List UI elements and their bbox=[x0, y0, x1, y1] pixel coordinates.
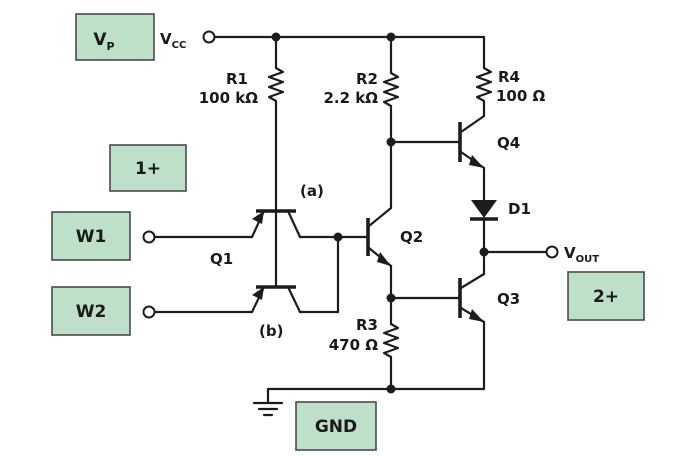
w2-label: W2 bbox=[76, 302, 107, 322]
emitter-a-label: (a) bbox=[300, 182, 324, 200]
one-plus-box: 1+ bbox=[109, 144, 187, 192]
vp-box-sub: P bbox=[107, 40, 115, 53]
r3-value: 470 Ω bbox=[329, 336, 379, 354]
r2-resistor bbox=[382, 35, 400, 147]
q4-label: Q4 bbox=[497, 134, 520, 152]
r2-name: R2 bbox=[356, 70, 378, 88]
r2-value: 2.2 kΩ bbox=[323, 89, 378, 107]
r4-value: 100 Ω bbox=[496, 87, 546, 105]
ground-rail bbox=[266, 384, 486, 404]
r1-resistor bbox=[267, 35, 285, 213]
vcc-terminal bbox=[202, 30, 216, 44]
vout-terminal bbox=[545, 245, 559, 259]
q2-transistor bbox=[336, 140, 396, 303]
r4-resistor bbox=[475, 35, 493, 118]
gnd-label: GND bbox=[315, 417, 357, 437]
r3-name: R3 bbox=[356, 316, 378, 334]
two-plus-box: 2+ bbox=[567, 271, 645, 321]
q2-label: Q2 bbox=[400, 228, 423, 246]
w1-terminal bbox=[142, 230, 156, 244]
d1-diode bbox=[470, 200, 498, 257]
vout-label: VOUT bbox=[564, 244, 599, 265]
q3-transistor bbox=[389, 250, 486, 391]
w1-box: W1 bbox=[51, 211, 131, 261]
vcc-label: VCC bbox=[160, 30, 186, 51]
q1-transistor bbox=[153, 209, 343, 314]
vout-node bbox=[482, 245, 559, 259]
q3-label: Q3 bbox=[497, 290, 520, 308]
one-plus-label: 1+ bbox=[135, 159, 161, 179]
vp-box: VP bbox=[75, 13, 155, 61]
r1-value: 100 kΩ bbox=[199, 89, 259, 107]
svg-text:VP: VP bbox=[93, 30, 114, 53]
gnd-box: GND bbox=[295, 401, 377, 451]
r3-resistor bbox=[382, 296, 400, 391]
w2-box: W2 bbox=[51, 286, 131, 336]
w2-terminal bbox=[142, 305, 156, 319]
r1-name: R1 bbox=[226, 70, 248, 88]
emitter-b-label: (b) bbox=[259, 322, 283, 340]
d1-label: D1 bbox=[508, 200, 531, 218]
vp-box-main: V bbox=[93, 30, 107, 50]
ground-icon bbox=[252, 401, 284, 417]
r4-name: R4 bbox=[498, 68, 520, 86]
vcc-rail bbox=[202, 30, 486, 44]
q4-transistor bbox=[389, 114, 486, 202]
w1-label: W1 bbox=[76, 227, 107, 247]
q1-label: Q1 bbox=[210, 250, 233, 268]
two-plus-label: 2+ bbox=[593, 287, 619, 307]
